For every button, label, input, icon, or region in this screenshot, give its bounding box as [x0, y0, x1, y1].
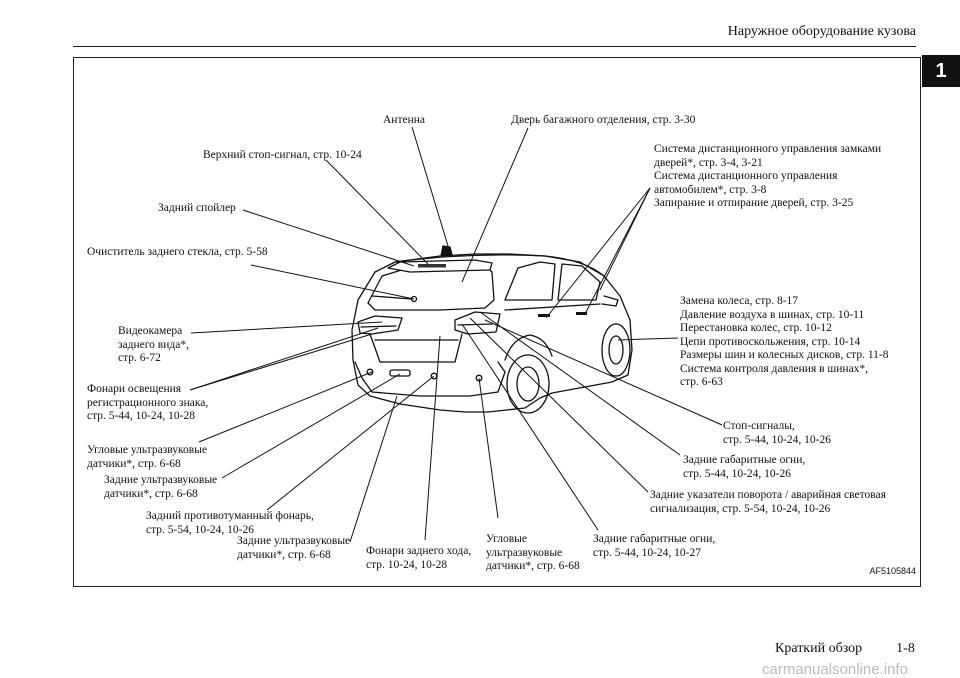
side-window-rear: [504, 261, 556, 301]
turn-signals-label: Задние указатели поворота / аварийная св…: [650, 489, 886, 515]
page-number: 1-8: [896, 641, 915, 656]
rear-wheel: [506, 354, 550, 414]
position-lamps-high-label: Задние габаритные огни,стр. 5-44, 10-24,…: [683, 454, 806, 480]
header-rule: [73, 46, 916, 47]
keyless-label: Система дистанционного управления замкам…: [654, 143, 882, 209]
watermark: carmanualsonline.info: [762, 661, 908, 678]
front-wheel: [601, 323, 631, 377]
page-header-title: Наружное оборудование кузова: [727, 24, 916, 39]
position-lamps-low-label: Задние габаритные огни,стр. 5-44, 10-24,…: [593, 533, 716, 559]
fog-lamp-label: Задний противотуманный фонарь,стр. 5-54,…: [146, 510, 314, 536]
rear-wiper: [371, 295, 413, 300]
fog-lamp: [389, 369, 411, 377]
wiper-label: Очиститель заднего стекла, стр. 5-58: [87, 246, 268, 258]
page-footer: Краткий обзор 1-8: [775, 641, 915, 657]
antenna-label: Антенна: [383, 114, 426, 126]
tailgate-label: Дверь багажного отделения, стр. 3-30: [511, 114, 696, 126]
rear-bumper: [354, 361, 506, 397]
footer-section: Краткий обзор: [775, 641, 863, 656]
rear-window: [367, 265, 495, 311]
right-tail-lamp: [454, 311, 501, 335]
left-tail-lamp: [357, 315, 403, 335]
antenna: [440, 245, 453, 257]
figure-frame: [73, 57, 921, 587]
stop-lamps-label: Стоп-сигналы,стр. 5-44, 10-24, 10-26: [723, 420, 832, 446]
figure-ref-code: AF5105844: [869, 566, 916, 576]
high-stop-lamp: [418, 264, 446, 268]
tailgate-panel: [369, 333, 463, 363]
high-stop-lamp-label: Верхний стоп-сигнал, стр. 10-24: [203, 149, 362, 161]
callout-lines: [189, 126, 723, 543]
side-window-front: [557, 263, 601, 301]
roof-line: [394, 254, 605, 277]
spoiler-label: Задний спойлер: [158, 202, 236, 214]
section-tab: 1: [922, 55, 960, 87]
reverse-lamps-label: Фонари заднего хода,стр. 10-24, 10-28: [366, 545, 472, 571]
